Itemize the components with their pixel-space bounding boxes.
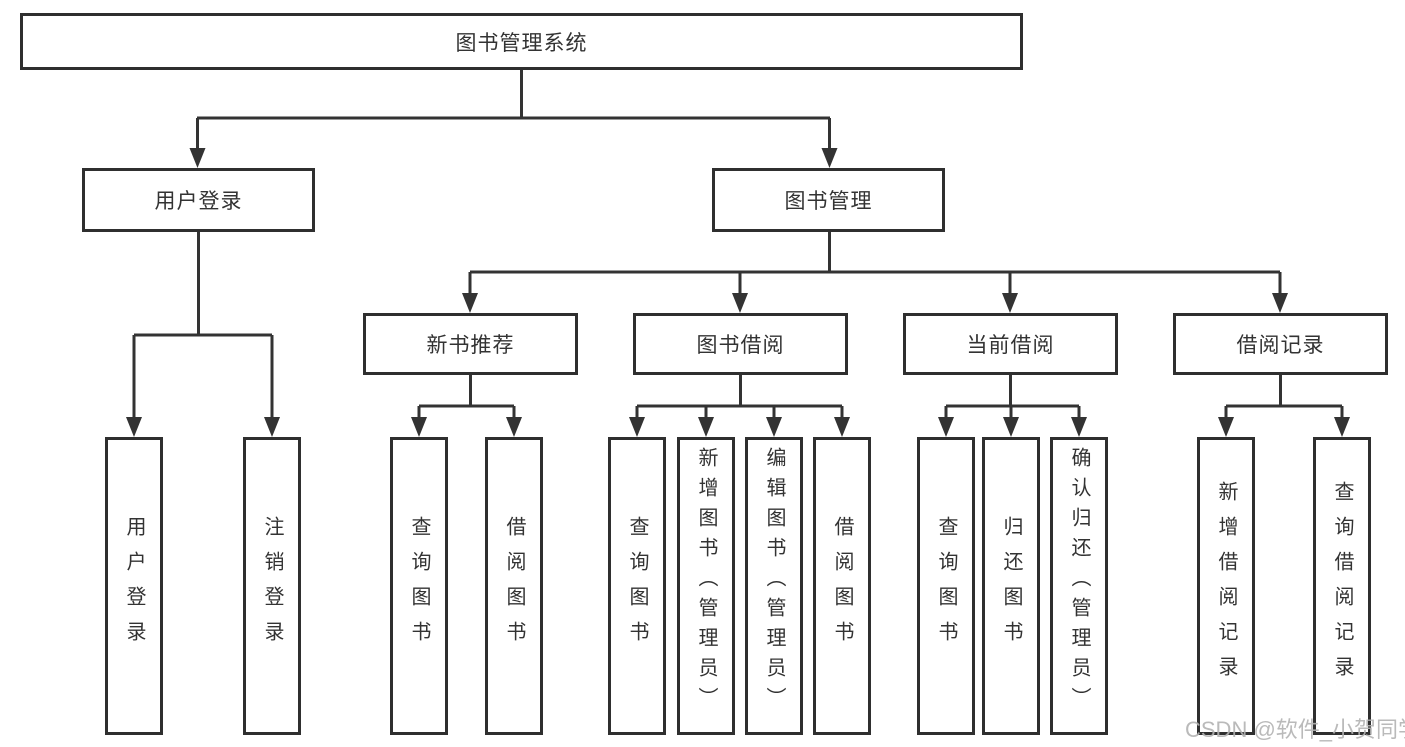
connector-new-book-to-leaves [411,375,522,437]
leaf-borrow-query-books-label: 查询图书 [626,516,648,656]
leaf-borrow-query-books: 查询图书 [608,437,666,735]
leaf-query-borrow-record-label: 查询借阅记录 [1331,481,1353,691]
leaf-borrow-books: 借阅图书 [813,437,871,735]
leaf-add-borrow-record: 新增借阅记录 [1197,437,1255,735]
leaf-borrow-books-label: 借阅图书 [831,516,853,656]
node-library-system: 图书管理系统 [20,13,1023,70]
leaf-recommend-query-books-label: 查询图书 [408,516,430,656]
leaf-return-books: 归还图书 [982,437,1040,735]
connector-book-borrow-to-leaves [629,375,850,437]
leaf-user-login: 用户登录 [105,437,163,735]
node-current-borrow-label: 当前借阅 [966,334,1055,357]
connector-root-to-level2 [189,70,838,168]
csdn-watermark: CSDN @软件_小贺同学 [1185,717,1405,742]
leaf-edit-books-admin: 编辑图书（管理员） [745,437,803,735]
leaf-confirm-return-admin: 确认归还（管理员） [1050,437,1108,735]
connector-current-borrow-to-leaves [938,375,1087,437]
node-borrow-records: 借阅记录 [1173,313,1388,375]
node-current-borrow: 当前借阅 [903,313,1118,375]
leaf-logout-label: 注销登录 [261,516,283,656]
leaf-add-books-admin: 新增图书（管理员） [677,437,735,735]
node-new-book-recommend-label: 新书推荐 [426,334,515,357]
leaf-current-query-books: 查询图书 [917,437,975,735]
node-book-management-label: 图书管理 [784,190,873,213]
leaf-edit-books-admin-label: 编辑图书（管理员） [763,447,785,717]
leaf-confirm-return-admin-label: 确认归还（管理员） [1068,447,1090,717]
leaf-user-login-label: 用户登录 [123,516,145,656]
leaf-current-query-books-label: 查询图书 [935,516,957,656]
leaf-return-books-label: 归还图书 [1000,516,1022,656]
leaf-recommend-query-books: 查询图书 [390,437,448,735]
connector-book-management-to-level3 [462,232,1288,313]
leaf-recommend-borrow-books: 借阅图书 [485,437,543,735]
connector-borrow-records-to-leaves [1218,375,1350,437]
leaf-add-borrow-record-label: 新增借阅记录 [1215,481,1237,691]
leaf-add-books-admin-label: 新增图书（管理员） [695,447,717,717]
node-book-management: 图书管理 [712,168,945,232]
node-new-book-recommend: 新书推荐 [363,313,578,375]
leaf-recommend-borrow-books-label: 借阅图书 [503,516,525,656]
leaf-query-borrow-record: 查询借阅记录 [1313,437,1371,735]
node-user-login: 用户登录 [82,168,315,232]
node-user-login-label: 用户登录 [154,190,243,213]
node-book-borrow-label: 图书借阅 [696,334,785,357]
connector-user-login-to-leaves [126,232,280,437]
node-book-borrow: 图书借阅 [633,313,848,375]
node-borrow-records-label: 借阅记录 [1236,334,1325,357]
node-library-system-label: 图书管理系统 [455,31,588,55]
leaf-logout: 注销登录 [243,437,301,735]
